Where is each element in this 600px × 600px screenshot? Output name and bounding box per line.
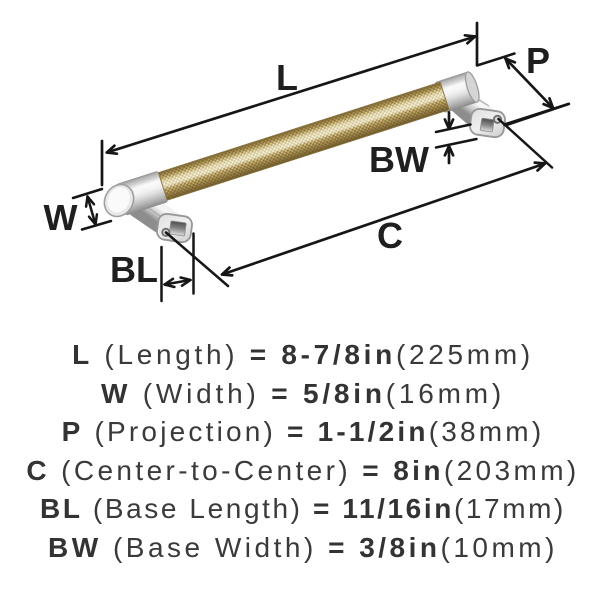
svg-text:BL: BL [110,249,158,290]
svg-text:W: W [44,197,78,238]
svg-text:P: P [526,40,550,81]
svg-text:C: C [377,215,403,256]
svg-text:L: L [276,57,298,98]
svg-text:BW: BW [369,139,429,180]
